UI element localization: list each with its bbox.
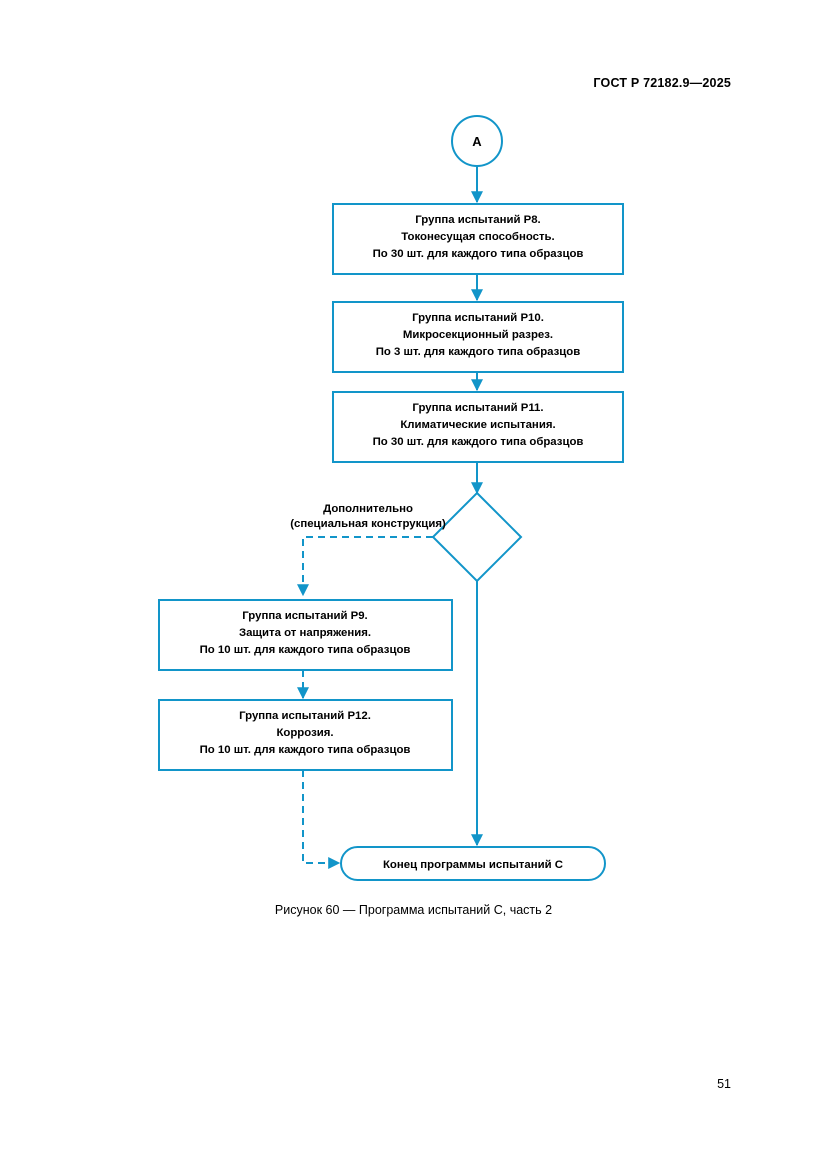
connector-node-a-label: A bbox=[472, 134, 482, 149]
process-node-p11-line2: Климатические испытания. bbox=[400, 419, 555, 431]
process-node-p8 bbox=[332, 203, 624, 275]
edge-p12-to-terminal bbox=[302, 770, 341, 869]
process-node-p10-line2: Микросекционный разрез. bbox=[403, 329, 553, 341]
branch-label-line2: (специальная конструкция) bbox=[290, 518, 446, 530]
figure-caption: Рисунок 60 — Программа испытаний С, част… bbox=[274, 903, 553, 917]
process-node-p8-line2: Токонесущая способность. bbox=[401, 231, 554, 243]
branch-label-line1: Дополнительно bbox=[323, 503, 413, 515]
process-node-p11-line3: По 30 шт. для каждого типа образцов bbox=[373, 436, 584, 448]
process-node-p12 bbox=[158, 699, 453, 771]
process-node-p9-line1: Группа испытаний Р9. bbox=[242, 610, 367, 622]
terminal-node-end bbox=[340, 846, 606, 881]
process-node-p11 bbox=[332, 391, 624, 463]
process-node-p12-line1: Группа испытаний Р12. bbox=[239, 710, 371, 722]
process-node-p9-line3: По 10 шт. для каждого типа образцов bbox=[200, 644, 411, 656]
process-node-p9 bbox=[158, 599, 453, 671]
document-header: ГОСТ Р 72182.9—2025 bbox=[593, 76, 731, 90]
process-node-p10-line3: По 3 шт. для каждого типа образцов bbox=[376, 346, 581, 358]
process-node-p8-line1: Группа испытаний Р8. bbox=[415, 214, 540, 226]
edge-decision-to-p9 bbox=[297, 536, 433, 597]
process-node-p11-line1: Группа испытаний Р11. bbox=[412, 402, 543, 414]
process-node-p10-line1: Группа испытаний Р10. bbox=[412, 312, 544, 324]
process-node-p8-line3: По 30 шт. для каждого типа образцов bbox=[373, 248, 584, 260]
decision-node bbox=[431, 491, 523, 583]
process-node-p12-line3: По 10 шт. для каждого типа образцов bbox=[200, 744, 411, 756]
terminal-node-end-label: Конец программы испытаний С bbox=[383, 859, 563, 871]
flowchart-diagram: A Группа испытаний Р8. Токонесущая спосо… bbox=[158, 115, 624, 881]
process-node-p10 bbox=[332, 301, 624, 373]
process-node-p12-line2: Коррозия. bbox=[276, 727, 333, 739]
process-node-p9-line2: Защита от напряжения. bbox=[239, 627, 371, 639]
page-number: 51 bbox=[717, 1077, 731, 1091]
